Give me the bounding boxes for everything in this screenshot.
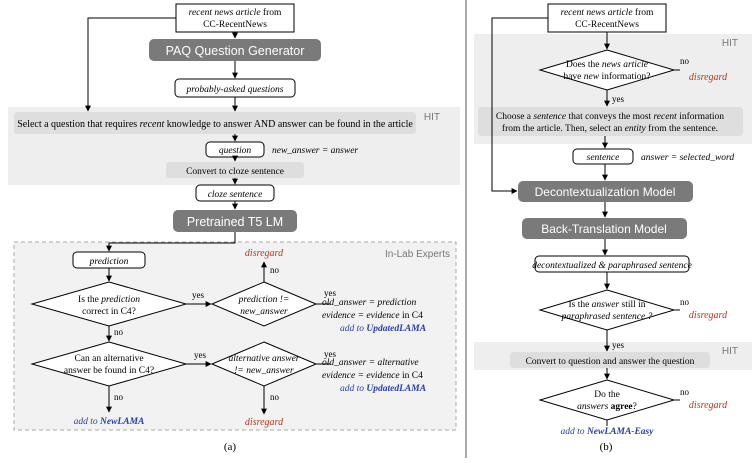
decision-new-info-line2: have new information? <box>563 71 650 82</box>
add-updatedlama-2: add to UpdatedLAMA <box>340 384 426 394</box>
disregard-label-a1: disregard <box>245 248 284 259</box>
decontext-sentence-label: decontextualized & paraphrased sentence <box>532 261 692 271</box>
no-label-a2: no <box>114 327 124 337</box>
yes-label-a1: yes <box>192 290 204 300</box>
disregard-label-b1: disregard <box>689 72 728 83</box>
decontext-sentence-box <box>534 255 690 273</box>
decision-answers-agree <box>538 379 676 421</box>
sentence-label: sentence <box>587 153 620 163</box>
question-label: question <box>219 146 251 156</box>
yes-label-b2: yes <box>612 340 624 350</box>
evidence-line-2: evidence = evidence in C4 <box>322 371 423 381</box>
experts-label: In-Lab Experts <box>385 249 450 260</box>
cloze-task-text: Convert to cloze sentence <box>186 167 284 177</box>
yes-label-a3: yes <box>194 350 206 360</box>
caption-b: (b) <box>600 441 613 453</box>
decision-alternative-answer-line2: answer be found in C4? <box>64 365 154 376</box>
old-answer-alternative: old_answer = alternative <box>322 358 419 368</box>
new-answer-eq: new_answer = answer <box>272 146 358 156</box>
decision-alternative-neq-line2: != new_answer <box>234 366 294 376</box>
decision-answer-still <box>538 289 676 331</box>
disregard-label-b2: disregard <box>689 310 728 321</box>
sentence-box <box>572 148 634 165</box>
panel-a: HIT Select a question that requires rece… <box>8 3 460 453</box>
decision-prediction-neq <box>210 281 318 327</box>
convert-task-box <box>510 352 710 368</box>
hit-task-text-a: Select a question that requires recent k… <box>17 119 413 130</box>
experts-area <box>13 241 457 431</box>
cloze-task-box <box>166 162 304 178</box>
decision-alternative-neq-line1: alternative answer <box>229 354 300 364</box>
prediction-label: prediction <box>89 257 129 267</box>
cloze-sentence-label: cloze sentence <box>208 190 263 200</box>
backtrans-model-box <box>522 218 687 239</box>
source-line1-a: recent news article from <box>189 7 282 18</box>
paq-generator-box <box>149 39 321 61</box>
source-box-a <box>175 3 295 33</box>
hit-task-box-a <box>14 112 416 134</box>
paq-generator-label: PAQ Question Generator <box>166 44 305 58</box>
caption-a: (a) <box>224 441 237 453</box>
source-line2-a: CC-RecentNews <box>203 20 267 30</box>
no-label-b3: no <box>680 387 690 397</box>
hit-label-b2: HIT <box>722 346 738 357</box>
yes-label-b1: yes <box>612 94 624 104</box>
hit-label-a: HIT <box>424 112 440 123</box>
decontext-model-box <box>518 181 693 202</box>
decision-answers-agree-line2: answers agree? <box>577 402 637 412</box>
decision-prediction-correct-line2: correct in C4? <box>82 307 136 317</box>
add-updatedlama-1: add to UpdatedLAMA <box>340 324 426 334</box>
no-label-a4: no <box>270 392 280 402</box>
decision-answer-still-line1: Is the answer still in <box>568 300 645 310</box>
decision-answers-agree-line1: Do the <box>594 390 620 400</box>
add-newlama: add to NewLAMA <box>74 417 145 427</box>
no-label-b1: no <box>680 56 690 66</box>
decontext-model-label: Decontextualization Model <box>535 185 676 199</box>
no-label-a3: no <box>114 392 124 402</box>
disregard-label-b3: disregard <box>689 400 728 411</box>
backtrans-model-label: Back-Translation Model <box>541 222 667 236</box>
probably-asked-label: probably-asked questions <box>185 85 283 95</box>
decision-answer-still-line2: paraphrased sentence ? <box>561 312 653 322</box>
source-box-b <box>547 3 667 33</box>
evidence-line-1: evidence = evidence in C4 <box>322 311 423 321</box>
convert-task-text: Convert to question and answer the quest… <box>526 357 695 367</box>
decision-alternative-answer-line1: Can an alternative <box>74 354 143 364</box>
source-line2-b: CC-RecentNews <box>575 20 639 30</box>
yes-label-a2: yes <box>324 288 336 298</box>
no-label-b2: no <box>680 297 690 307</box>
hit-label-b: HIT <box>722 38 738 49</box>
decision-prediction-neq-line2: new_answer <box>240 307 288 317</box>
decision-prediction-correct-line1: Is the prediction <box>78 295 140 305</box>
t5-box <box>173 210 297 232</box>
old-answer-prediction: old_answer = prediction <box>322 298 416 308</box>
choose-line1: Choose a sentence that conveys the most … <box>496 111 724 122</box>
source-line1-b: recent news article from <box>561 7 654 18</box>
add-newlama-easy: add to NewLAMA-Easy <box>561 427 655 437</box>
answer-eq: answer = selected_word <box>641 153 734 163</box>
no-label-a1: no <box>270 265 280 275</box>
disregard-label-a2: disregard <box>245 417 284 428</box>
t5-label: Pretrained T5 LM <box>187 215 283 229</box>
choose-line2: from the article. Then, select an entity… <box>502 123 718 134</box>
decision-prediction-neq-line1: prediction != <box>238 295 290 305</box>
choose-sentence-box <box>478 107 743 136</box>
panel-b: HIT Choose a sentence that conveys the m… <box>474 3 752 453</box>
yes-label-a4: yes <box>324 349 336 359</box>
decision-new-info-line1: Does the news article <box>566 60 648 70</box>
